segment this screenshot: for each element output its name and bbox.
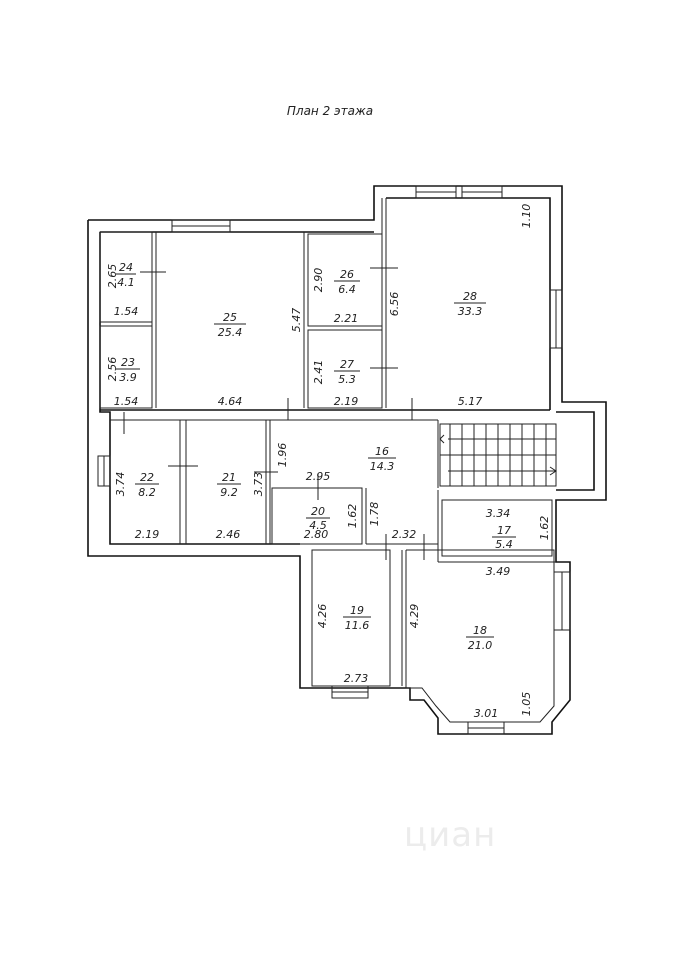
room-number: 25 [223,311,237,324]
room-area: 6.4 [338,283,356,296]
room-28: 28 33.3 [454,290,486,318]
dimension-label: 6.56 [388,292,401,317]
dimension-label: 2.80 [304,528,329,541]
room-19: 19 11.6 [343,604,371,632]
room-27: 27 5.3 [334,358,360,386]
room-area: 21.0 [468,639,493,652]
dimension-label: 1.54 [114,305,139,318]
dimension-label: 1.62 [346,504,359,529]
dimension-label: 1.62 [538,516,551,541]
dimension-label: 1.54 [114,395,139,408]
room-18: 18 21.0 [466,624,494,652]
room-24: 24 4.1 [116,261,136,289]
room-number: 23 [121,356,135,369]
room-area: 14.3 [370,460,395,473]
dimension-label: 2.95 [306,470,331,483]
dimension-label: 1.78 [368,502,381,527]
dimension-label: 1.96 [276,443,289,468]
doors [123,267,425,560]
room-26: 26 6.4 [334,268,360,296]
room-number: 16 [375,445,389,458]
room-23: 23 3.9 [116,356,140,384]
room-area: 4.5 [309,519,327,532]
room-area: 5.3 [338,373,356,386]
room-number: 19 [350,604,364,617]
dimension-label: 2.73 [344,672,369,685]
room-25: 25 25.4 [214,311,246,339]
dimension-label: 4.64 [218,395,243,408]
room-area: 8.2 [138,486,156,499]
room-number: 27 [340,358,354,371]
dimension-label: 2.65 [106,264,119,289]
dimension-label: 2.19 [135,528,160,541]
dimension-label: 3.73 [252,472,265,497]
staircase [439,423,557,487]
room-16: 16 14.3 [368,445,396,473]
room-area: 5.4 [495,538,513,551]
dimension-label: 3.34 [486,507,511,520]
dimension-label: 3.49 [486,565,511,578]
room-22: 22 8.2 [135,471,159,499]
dimension-label: 2.46 [216,528,241,541]
room-area: 4.1 [117,276,135,289]
room-number: 22 [140,471,154,484]
dimension-label: 2.21 [334,312,359,325]
dimension-label: 1.05 [520,692,533,717]
room-area: 9.2 [220,486,238,499]
interior-walls [99,198,556,723]
dimension-label: 5.47 [290,308,303,333]
dimension-labels: 2.65 1.54 2.56 1.54 5.47 4.64 2.90 2.21 … [106,204,551,720]
dimension-label: 5.17 [458,395,483,408]
dimension-label: 2.41 [312,360,325,385]
room-number: 28 [463,290,477,303]
dimension-label: 4.26 [316,604,329,629]
watermark: циан [404,815,497,855]
dimension-label: 4.29 [408,604,421,629]
room-area: 11.6 [345,619,370,632]
room-number: 20 [311,505,325,518]
plan-title: План 2 этажа [286,104,374,118]
dimension-label: 2.56 [106,357,119,382]
room-area: 3.9 [119,371,137,384]
dimension-label: 3.01 [474,707,499,720]
room-number: 24 [119,261,133,274]
windows [97,185,571,735]
dimension-label: 2.19 [334,395,359,408]
dimension-label: 1.10 [520,204,533,229]
room-number: 21 [222,471,236,484]
room-17: 17 5.4 [492,524,516,551]
dimension-label: 2.32 [392,528,417,541]
room-area: 25.4 [218,326,243,339]
room-number: 17 [497,524,511,537]
room-20: 20 4.5 [306,505,330,532]
room-area: 33.3 [458,305,483,318]
room-number: 18 [473,624,487,637]
room-number: 26 [340,268,354,281]
dimension-label: 3.74 [114,472,127,497]
room-21: 21 9.2 [217,471,241,499]
dimension-label: 2.90 [312,268,325,293]
